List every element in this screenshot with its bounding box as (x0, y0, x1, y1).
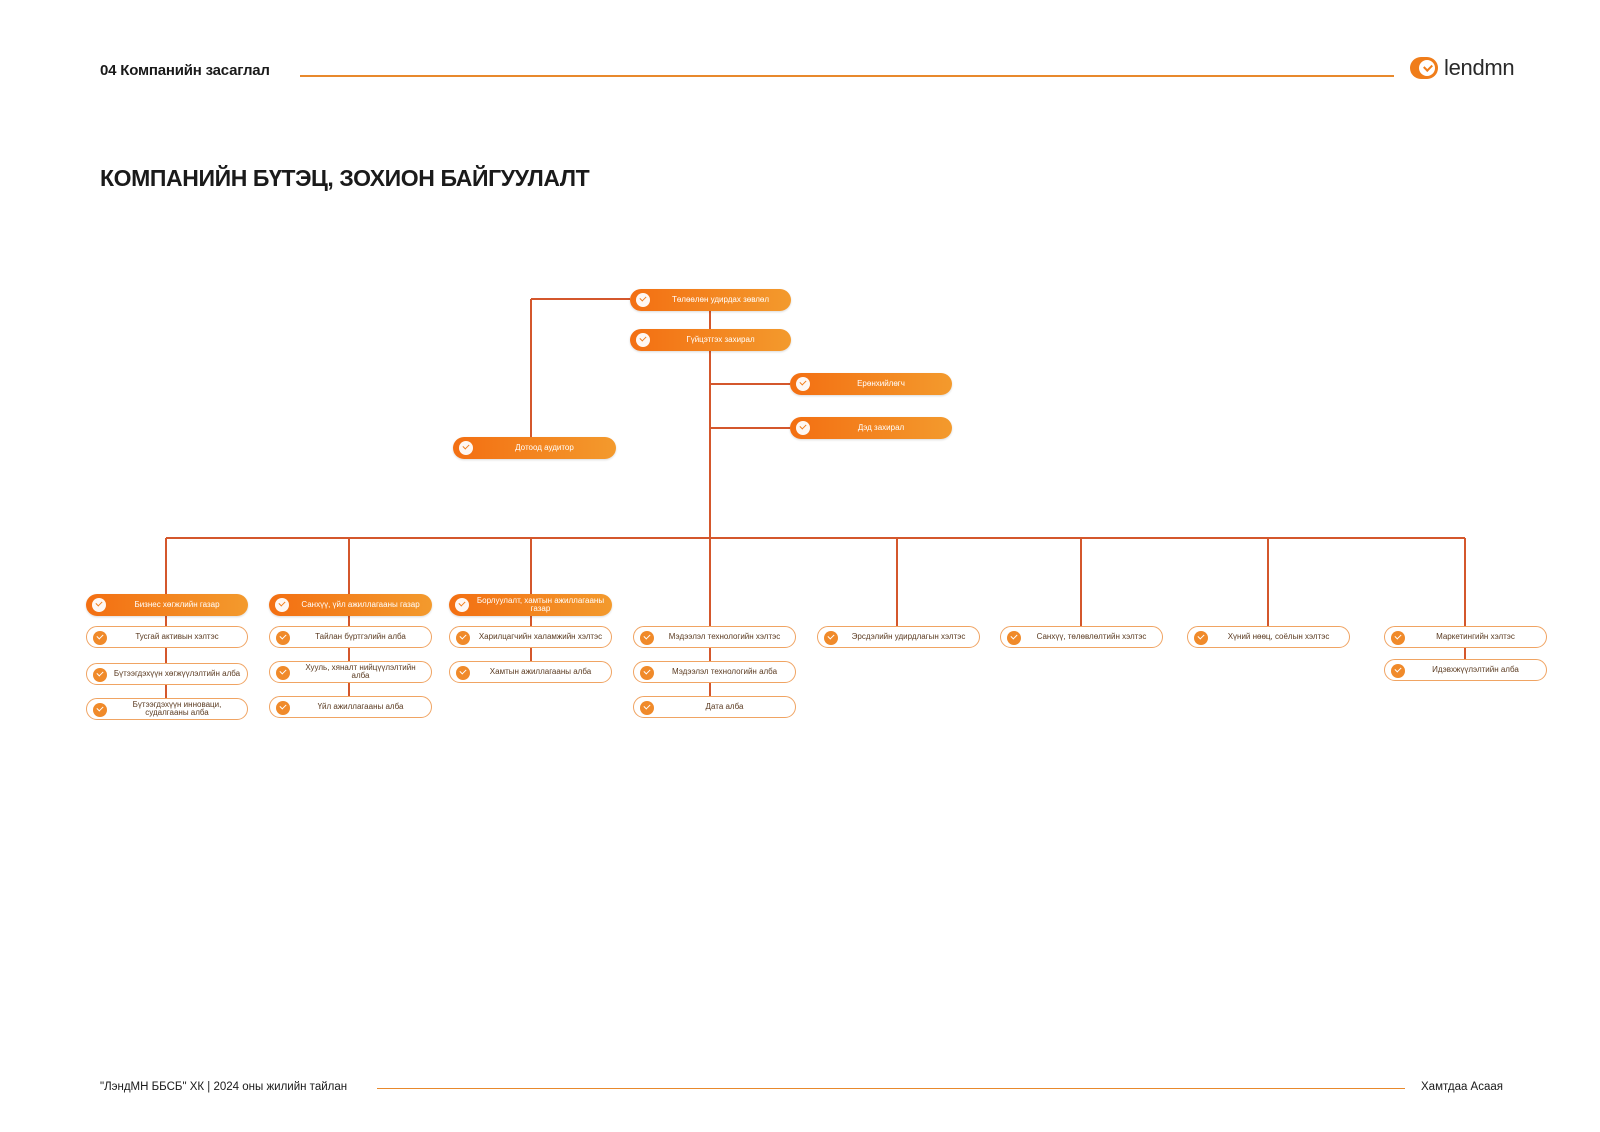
check-circle-icon (456, 631, 470, 645)
check-circle-icon (276, 631, 290, 645)
check-circle-icon (640, 631, 654, 645)
org-node-unit: Тайлан бүртгэлийн алба (269, 626, 432, 648)
check-circle-icon (796, 377, 810, 391)
org-node-unit: Бүтээгдэхүүн инноваци, судалгааны алба (86, 698, 248, 720)
org-node-label: Хүний нөөц, соёлын хэлтэс (1227, 631, 1330, 641)
footer-slogan: Хамтдаа Асаая (1421, 1081, 1503, 1093)
org-node-label: Бизнес хөгжлийн газар (134, 599, 220, 609)
check-circle-icon (1194, 631, 1208, 645)
check-circle-icon (459, 441, 473, 455)
org-node-label: Борлуулалт, хамтын ажиллагааны газар (476, 595, 605, 613)
org-node-dept-head: Санхүү, үйл ажиллагааны газар (269, 594, 432, 616)
org-node-label: Бүтээгдэхүүн инноваци, судалгааны алба (132, 699, 222, 717)
org-node-unit: Тусгай активын хэлтэс (86, 626, 248, 648)
org-node-unit: Хамтын ажиллагааны алба (449, 661, 612, 683)
org-node-dept-head: Хүний нөөц, соёлын хэлтэс (1187, 626, 1350, 648)
lendmn-logo-icon (1410, 57, 1438, 79)
org-node-unit: Харилцагчийн халамжийн хэлтэс (449, 626, 612, 648)
org-node-label: Идэвхжүүлэлтийн алба (1432, 664, 1519, 674)
org-node-unit: Идэвхжүүлэлтийн алба (1384, 659, 1547, 681)
check-circle-icon (93, 631, 107, 645)
check-circle-icon (640, 666, 654, 680)
org-node-label: Санхүү, төлөвлөлтийн хэлтэс (1036, 631, 1147, 641)
header-divider (300, 75, 1394, 77)
check-circle-icon (636, 293, 650, 307)
org-node-label: Хууль, хяналт нийцүүлэлтийн алба (305, 662, 416, 680)
org-node-board: Төлөөлөн удирдах зөвлөл (630, 289, 791, 311)
check-circle-icon (275, 598, 289, 612)
org-node-label: Эрсдэлийн удирдлагын хэлтэс (851, 631, 966, 641)
check-circle-icon (456, 666, 470, 680)
check-circle-icon (1007, 631, 1021, 645)
org-node-advisor: Ерөнхийлөгч (790, 373, 952, 395)
check-circle-icon (640, 701, 654, 715)
check-circle-icon (276, 701, 290, 715)
org-node-label: Харилцагчийн халамжийн хэлтэс (478, 631, 603, 641)
org-node-unit: Мэдээлэл технологийн алба (633, 661, 796, 683)
org-node-audit: Дотоод аудитор (453, 437, 616, 459)
org-node-label: Мэдээлэл технологийн алба (671, 666, 778, 676)
footer-report-name: "ЛэндМН ББСБ" ХК | 2024 оны жилийн тайла… (100, 1081, 348, 1093)
org-node-dept-head: Борлуулалт, хамтын ажиллагааны газар (449, 594, 612, 616)
org-node-label: Тусгай активын хэлтэс (135, 631, 219, 641)
org-node-unit: Үйл ажиллагааны алба (269, 696, 432, 718)
section-label: 04 Компанийн засаглал (100, 62, 270, 79)
brand-logo: lendmn (1410, 55, 1515, 81)
org-node-deputy: Дэд захирал (790, 417, 952, 439)
org-node-label: Гүйцэтгэх захирал (686, 334, 755, 344)
check-circle-icon (455, 598, 469, 612)
org-node-label: Дата алба (705, 701, 744, 711)
org-node-dept-head: Бизнес хөгжлийн газар (86, 594, 248, 616)
org-node-label: Төлөөлөн удирдах зөвлөл (671, 294, 770, 304)
check-circle-icon (276, 666, 290, 680)
logo-text: lendmn (1444, 55, 1515, 80)
check-circle-icon (1391, 631, 1405, 645)
org-node-dept-head: Эрсдэлийн удирдлагын хэлтэс (817, 626, 980, 648)
org-node-unit: Хууль, хяналт нийцүүлэлтийн алба (269, 661, 432, 683)
page-title: КОМПАНИЙН БҮТЭЦ, ЗОХИОН БАЙГУУЛАЛТ (100, 165, 590, 191)
check-circle-icon (93, 703, 107, 717)
org-node-dept-head: Маркетингийн хэлтэс (1384, 626, 1547, 648)
org-node-label: Ерөнхийлөгч (857, 378, 905, 388)
check-circle-icon (824, 631, 838, 645)
check-circle-icon (1391, 664, 1405, 678)
org-node-label: Дотоод аудитор (515, 442, 574, 452)
org-node-unit: Дата алба (633, 696, 796, 718)
check-circle-icon (92, 598, 106, 612)
org-node-label: Хамтын ажиллагааны алба (489, 666, 592, 676)
org-node-dept-head: Мэдээлэл технологийн хэлтэс (633, 626, 796, 648)
org-node-label: Мэдээлэл технологийн хэлтэс (668, 631, 781, 641)
org-node-unit: Бүтээгдэхүүн хөгжүүлэлтийн алба (86, 663, 248, 685)
footer-divider (377, 1088, 1405, 1089)
check-circle-icon (636, 333, 650, 347)
org-node-label: Санхүү, үйл ажиллагааны газар (301, 599, 420, 609)
org-node-label: Дэд захирал (857, 422, 905, 432)
org-node-label: Бүтээгдэхүүн хөгжүүлэлтийн алба (113, 668, 241, 678)
check-circle-icon (93, 668, 107, 682)
org-node-ceo: Гүйцэтгэх захирал (630, 329, 791, 351)
org-node-label: Тайлан бүртгэлийн алба (315, 631, 406, 641)
check-circle-icon (796, 421, 810, 435)
org-node-dept-head: Санхүү, төлөвлөлтийн хэлтэс (1000, 626, 1163, 648)
org-node-label: Үйл ажиллагааны алба (317, 701, 404, 711)
org-node-label: Маркетингийн хэлтэс (1436, 631, 1515, 641)
